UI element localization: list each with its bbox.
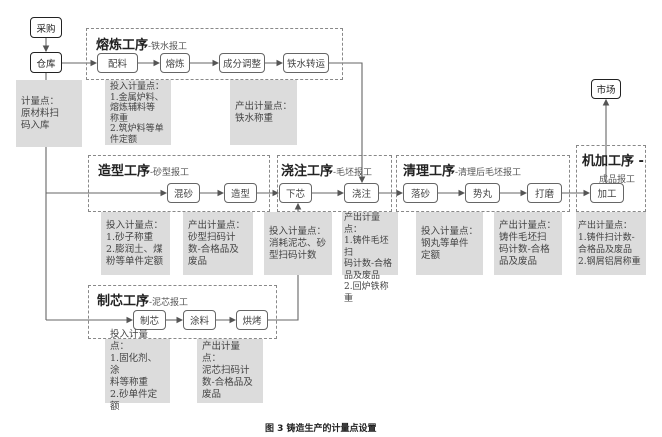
note-pouring-output: 产出计量点： 1.铸件毛坯扫 码计数-合格 品及废品 2.回炉铁称重	[342, 212, 398, 304]
group-subtitle: -毛坯报工	[333, 168, 373, 178]
note-molding-input: 投入计量点： 1.砂子称重 2.膨润土、煤 粉等单件定额	[101, 212, 170, 275]
group-smelting: 熔炼工序-铁水报工	[86, 28, 343, 80]
group-subtitle: -铁水报工	[148, 42, 188, 52]
note-smelting-output: 产出计量点： 铁水称重	[230, 80, 297, 145]
note-cleaning-output: 产出计量点： 铸件毛坯扫 码计数-合格 品及废品	[494, 212, 562, 275]
node-core-making: 制芯	[133, 310, 166, 330]
group-molding: 造型工序-砂型报工	[88, 155, 270, 212]
node-machining: 加工	[590, 183, 624, 203]
group-title: 熔炼工序	[96, 38, 149, 53]
note-molding-output: 产出计量点： 砂型扫码计 数-合格品及 废品	[183, 212, 253, 275]
group-title: 浇注工序	[281, 164, 334, 179]
group-core-making: 制芯工序-泥芯报工	[88, 285, 277, 339]
note-smelting-input: 投入计量点： 1.金属炉料、 熔炼辅料等 称重 2.筑炉料等单 件定额	[105, 80, 171, 145]
note-core-making-output: 产出计量点： 泥芯扫码计 数-合格品及 废品	[197, 339, 263, 403]
note-machining-output: 产出计量点： 1.铸件扫计数- 合格品及废品 2.钢屑铝屑称重	[576, 212, 646, 275]
node-batching: 配料	[97, 53, 138, 73]
group-machining: 机加工序 - 成品报工	[576, 145, 646, 212]
node-warehouse: 仓库	[30, 52, 62, 73]
node-pouring: 浇注	[344, 183, 379, 203]
group-title: 机加工序 -	[582, 154, 644, 169]
node-iron-transfer: 铁水转运	[283, 53, 329, 73]
note-warehouse-metering: 计量点： 原材料扫 码入库	[16, 80, 82, 147]
node-baking: 烘烤	[236, 310, 268, 330]
group-subtitle: 成品报工	[599, 175, 636, 185]
node-sand-mixing: 混砂	[167, 183, 200, 203]
note-core-setting-input: 投入计量点： 消耗泥芯、砂 型扫码计数	[264, 212, 332, 275]
group-subtitle: -泥芯报工	[149, 298, 189, 308]
group-subtitle: -砂型报工	[150, 168, 190, 178]
node-molding: 造型	[224, 183, 257, 203]
note-cleaning-input: 投入计量点： 钢丸等单件 定额	[416, 212, 483, 275]
node-composition-adjust: 成分调整	[219, 53, 265, 73]
node-market: 市场	[591, 79, 621, 99]
group-title: 造型工序	[98, 164, 151, 179]
group-title: 制芯工序	[97, 294, 150, 309]
node-grinding: 打磨	[527, 183, 562, 203]
node-core-setting: 下芯	[279, 183, 312, 203]
figure-caption: 图 3 铸造生产的计量点设置	[265, 424, 377, 434]
node-shot-blasting: 势丸	[465, 183, 500, 203]
group-cleaning: 清理工序-清理后毛坯报工	[396, 155, 570, 212]
note-core-making-input: 投入计量点： 1.固化剂、涂 料等称重 2.砂单件定额	[105, 329, 170, 412]
group-subtitle: -清理后毛坯报工	[455, 168, 522, 178]
node-coating: 涂料	[183, 310, 216, 330]
group-pouring: 浇注工序-毛坯报工	[277, 155, 392, 212]
node-purchase: 采购	[30, 17, 62, 38]
node-smelting: 熔炼	[160, 53, 190, 73]
node-shakeout: 落砂	[403, 183, 438, 203]
group-title: 清理工序	[403, 164, 456, 179]
